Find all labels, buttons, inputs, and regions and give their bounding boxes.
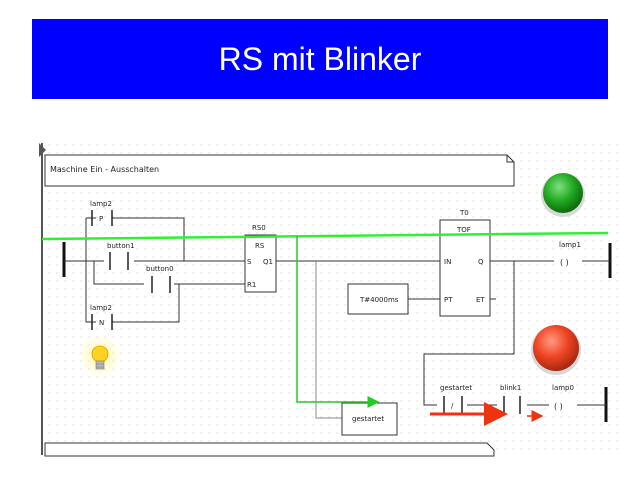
block-type: TOF [456, 226, 471, 234]
contact-gestartet[interactable]: / gestartet [437, 384, 472, 414]
pt-constant-box[interactable]: T#4000ms [347, 283, 409, 315]
pin-q1: Q1 [263, 258, 273, 266]
contact-label: button0 [146, 265, 174, 273]
comment-box[interactable] [44, 154, 515, 187]
scroll-corner-icon[interactable] [39, 143, 46, 157]
active-signal-path [296, 236, 380, 408]
comment-box-bottom[interactable] [44, 442, 495, 457]
block-instance-name: RS0 [252, 224, 266, 232]
block-instance-name: T0 [459, 209, 469, 217]
coil-symbol: ( ) [554, 402, 563, 411]
pin-in: IN [444, 258, 451, 266]
contact-type: P [99, 215, 103, 223]
coil-lamp1[interactable]: ( ) lamp1 [554, 241, 582, 269]
contact-label: lamp2 [90, 304, 112, 312]
gestartet-output-box[interactable]: gestartet [341, 402, 398, 436]
output-variable-name: gestartet [352, 415, 384, 423]
contact-lamp2-p[interactable]: P lamp2 [90, 200, 113, 226]
contact-lamp2-n[interactable]: N lamp2 [90, 304, 113, 330]
pin-et: ET [476, 296, 485, 304]
comment-text: Maschine Ein - Ausschalten [50, 165, 159, 174]
rs-function-block[interactable]: RS0 RS S Q1 R1 [244, 224, 277, 293]
pin-r1: R1 [247, 281, 256, 289]
pin-s: S [247, 258, 252, 266]
pt-constant-value: T#4000ms [359, 296, 399, 304]
coil-lamp0[interactable]: ( ) lamp0 [549, 384, 577, 413]
contact-button1[interactable]: button1 [104, 242, 135, 270]
pin-pt: PT [444, 296, 453, 304]
contact-label: gestartet [440, 384, 472, 392]
red-lamp-indicator [531, 325, 581, 375]
block-type: RS [255, 242, 265, 250]
coil-label: lamp0 [552, 384, 574, 392]
editor-canvas [42, 143, 620, 455]
contact-label: lamp2 [90, 200, 112, 208]
green-lamp-indicator [541, 173, 585, 217]
contact-label: blink1 [500, 384, 521, 392]
contact-type: N [99, 319, 104, 327]
light-bulb-icon [78, 334, 122, 378]
active-signal-line [41, 231, 609, 241]
tof-function-block[interactable]: T0 TOF IN Q PT ET [439, 209, 491, 317]
coil-label: lamp1 [559, 241, 581, 249]
contact-label: button1 [107, 242, 135, 250]
pin-q: Q [478, 258, 484, 266]
slide-title: RS mit Blinker [32, 19, 608, 99]
contact-button0[interactable]: button0 [144, 265, 174, 293]
contact-type: / [451, 402, 454, 410]
coil-symbol: ( ) [560, 258, 569, 267]
